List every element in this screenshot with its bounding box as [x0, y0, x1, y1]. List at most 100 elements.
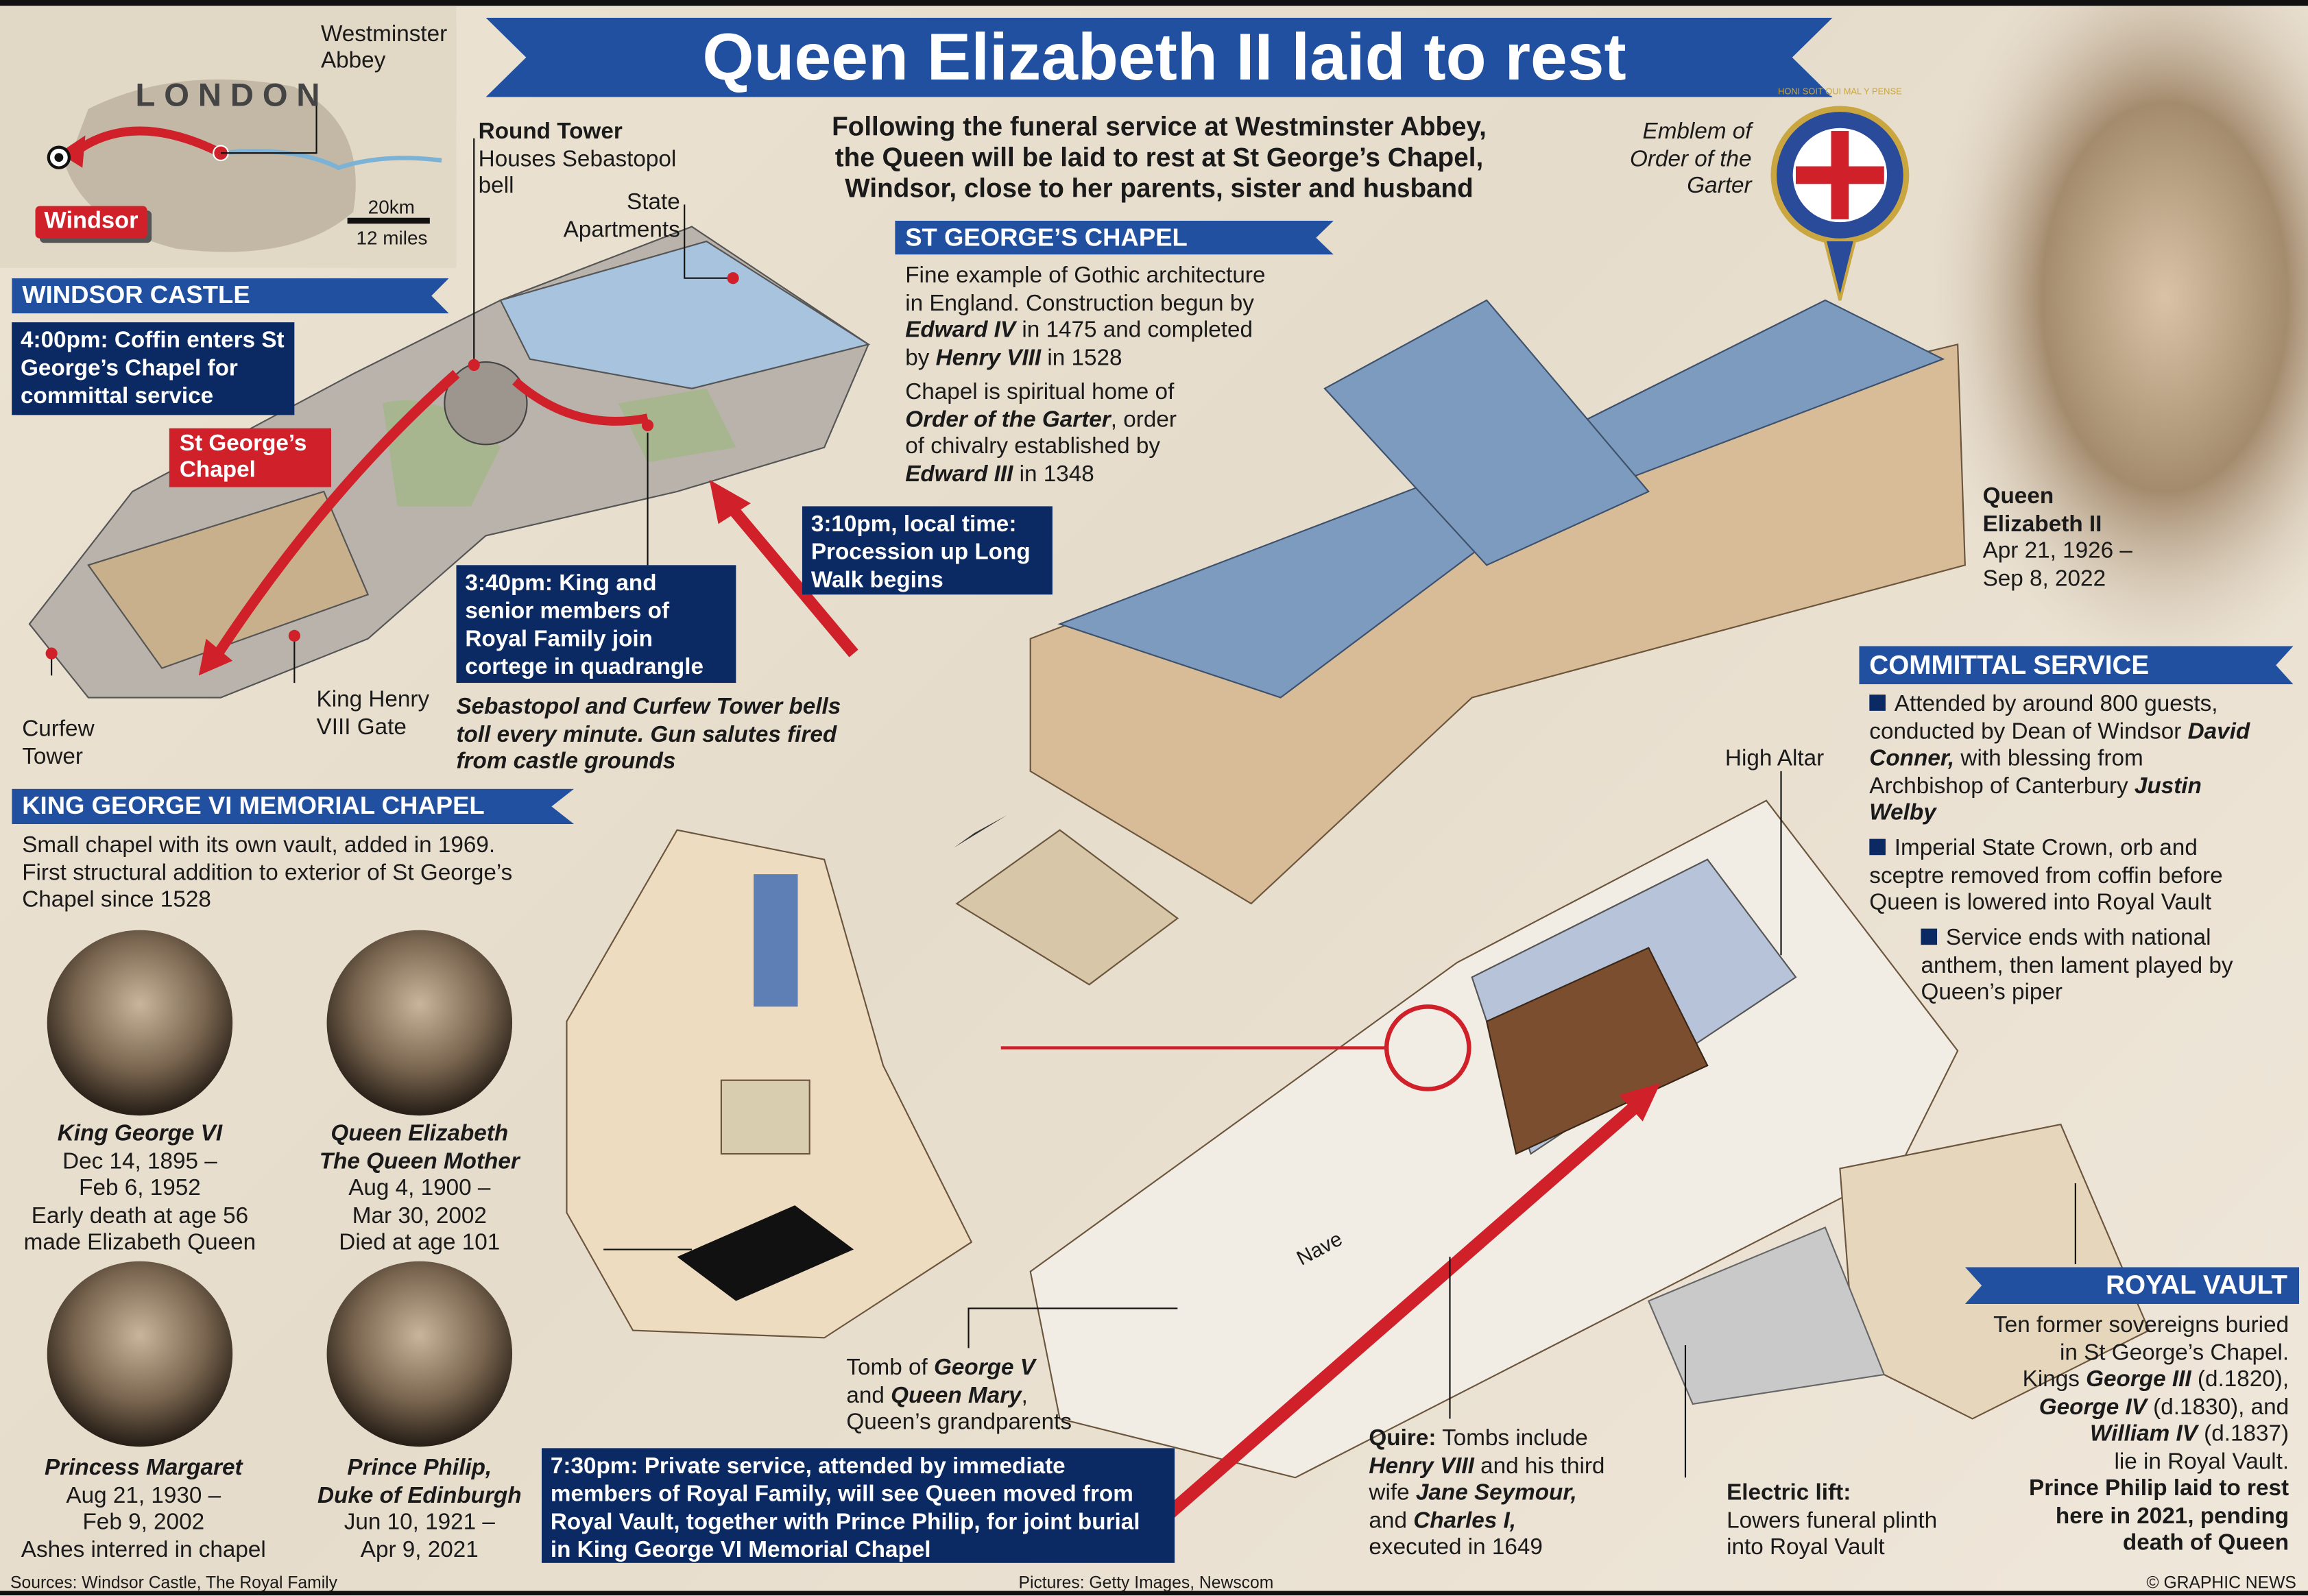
bullet-icon — [1869, 694, 1886, 711]
person-name: King George VI — [57, 1121, 223, 1147]
person-note: made Elizabeth Queen — [23, 1230, 256, 1256]
person-title: The Queen Mother — [319, 1148, 520, 1174]
vault-note: Prince Philip laid to rest — [2029, 1476, 2289, 1501]
memorial-chapel-text: Small chapel with its own vault, added i… — [22, 833, 513, 912]
person-title: Duke of Edinburgh — [317, 1482, 522, 1508]
private-service-box: 7:30pm: Private service, attended by imm… — [541, 1448, 1175, 1563]
quire-text: wife — [1369, 1480, 1416, 1506]
queen-photo — [1899, 5, 2308, 654]
procession-route — [208, 370, 460, 664]
tomb-text: and — [846, 1382, 891, 1408]
william-iv: William IV — [2090, 1421, 2198, 1447]
chapel-text-line: in England. Construction begun by — [905, 290, 1254, 316]
jane-seymour: Jane Seymour, — [1415, 1480, 1577, 1506]
vault-text: (d.1837) — [2197, 1421, 2289, 1447]
scale-km: 20km — [368, 195, 415, 218]
round-tower-text: Houses Sebastopol bell — [478, 146, 677, 199]
chapel-text: , order — [1110, 407, 1177, 433]
quire-label: Quire: Tombs include Henry VIII and his … — [1369, 1426, 1633, 1562]
windsor-castle-banner: WINDSOR CASTLE — [12, 278, 449, 314]
bullet-icon — [1921, 928, 1938, 945]
subtitle-line: Following the funeral service at Westmin… — [832, 112, 1487, 142]
garter-emblem — [1770, 106, 1910, 301]
person-name: Queen Elizabeth — [330, 1121, 509, 1147]
henry-viii: Henry VIII — [935, 345, 1042, 370]
quire-text: and his third — [1474, 1453, 1605, 1479]
person-dates: Feb 6, 1952 — [79, 1176, 201, 1201]
queen-dates: Apr 21, 1926 – Sep 8, 2022 — [1982, 538, 2132, 591]
queen-caption: Queen Elizabeth II Apr 21, 1926 – Sep 8,… — [1983, 484, 2160, 593]
king-joins-cortege-box: 3:40pm: King and senior members of Royal… — [456, 565, 736, 684]
vault-note: death of Queen — [2122, 1530, 2289, 1556]
person-dates: Aug 4, 1900 – — [348, 1176, 491, 1201]
chapel-description: Fine example of Gothic architecture in E… — [905, 263, 1332, 488]
subtitle-line: Windsor, close to her parents, sister an… — [845, 173, 1474, 204]
george-iii: George III — [2086, 1367, 2191, 1392]
quire-text: executed in 1649 — [1369, 1535, 1543, 1560]
lift-text: Lowers funeral plinth into Royal Vault — [1727, 1508, 1938, 1560]
caption-prince-philip: Prince Philip, Duke of Edinburgh Jun 10,… — [287, 1455, 552, 1564]
person-name: Prince Philip, — [347, 1455, 492, 1481]
caption-princess-margaret: Princess Margaret Aug 21, 1930 – Feb 9, … — [0, 1455, 287, 1564]
title-banner: Queen Elizabeth II laid to rest — [485, 17, 1833, 97]
portrait-princess-margaret — [47, 1261, 233, 1447]
procession-box: 3:10pm, local time: Procession up Long W… — [802, 506, 1053, 595]
vault-note: here in 2021, pending — [2055, 1503, 2289, 1529]
windsor-castle-illustration — [28, 138, 871, 699]
justin-welby: Justin Welby — [1869, 773, 2202, 826]
portrait-prince-philip — [326, 1261, 513, 1447]
quire-text: Tombs include — [1436, 1426, 1588, 1451]
person-dates: Jun 10, 1921 – — [344, 1510, 495, 1536]
henry-viii: Henry VIII — [1369, 1453, 1474, 1479]
order-of-the-garter: Order of the Garter — [905, 407, 1111, 433]
chapel-text: in 1528 — [1041, 345, 1122, 370]
st-georges-chapel-banner: ST GEORGE’S CHAPEL — [895, 221, 1334, 255]
coffin-enters-box: 4:00pm: Coffin enters St George’s Chapel… — [12, 322, 295, 415]
person-name: Princess Margaret — [45, 1455, 243, 1481]
westminster-abbey-label: Westminster Abbey — [320, 22, 448, 74]
tomb-text: Queen’s grandparents — [846, 1410, 1072, 1436]
north-arrow-icon — [954, 815, 1007, 848]
round-tower-label: Round Tower Houses Sebastopol bell — [479, 119, 699, 201]
st-georges-chapel-exterior — [955, 299, 1966, 986]
charles-i: Charles I, — [1413, 1508, 1517, 1533]
round-tower-title: Round Tower — [478, 119, 623, 145]
committal-bullet-1: Attended by around 800 guests, conducted… — [1869, 692, 2255, 828]
committal-service-banner: COMMITTAL SERVICE — [1859, 646, 2294, 685]
queen-name: Queen Elizabeth II — [1982, 484, 2102, 537]
memorial-chapel-illustration — [566, 829, 973, 1339]
henry-viii-gate-label: King Henry VIII Gate — [316, 687, 430, 740]
george-v: George V — [933, 1355, 1035, 1381]
person-dates: Mar 30, 2002 — [352, 1202, 487, 1229]
committal-text: Service ends with national anthem, then … — [1921, 926, 2233, 1006]
route-arrow — [71, 126, 223, 158]
vault-text: (d.1830), and — [2146, 1394, 2289, 1420]
bullet-icon — [1869, 838, 1886, 856]
chapel-text-line: Chapel is spiritual home of — [905, 379, 1175, 405]
scale-miles: 12 miles — [356, 226, 428, 249]
joint-burial-arrow — [1121, 1089, 1653, 1556]
tomb-george-v-label: Tomb of George V and Queen Mary, Queen’s… — [846, 1355, 1104, 1437]
lift-title: Electric lift: — [1727, 1480, 1851, 1506]
vault-text: in St George’s Chapel. — [2059, 1340, 2289, 1366]
committal-text: with blessing from Archbishop of Canterb… — [1869, 746, 2143, 799]
person-dates: Feb 9, 2002 — [82, 1510, 205, 1536]
person-dates: Dec 14, 1895 – — [62, 1148, 217, 1174]
subtitle: Following the funeral service at Westmin… — [765, 112, 1552, 204]
caption-queen-mother: Queen Elizabeth The Queen Mother Aug 4, … — [287, 1122, 552, 1258]
committal-text: Attended by around 800 guests, conducted… — [1869, 691, 2218, 745]
quire-title: Quire: — [1369, 1426, 1437, 1451]
state-apartments-label: State Apartments — [563, 189, 680, 243]
portrait-queen-mother — [326, 930, 513, 1116]
queen-mary: Queen Mary — [891, 1382, 1022, 1408]
scale-bar — [347, 217, 430, 224]
edward-iii: Edward III — [905, 461, 1013, 487]
tomb-text: , — [1021, 1382, 1028, 1408]
sources: Sources: Windsor Castle, The Royal Famil… — [10, 1574, 338, 1593]
vault-text: (d.1820), — [2191, 1367, 2289, 1392]
vault-text: Ten former sovereigns buried — [1993, 1312, 2289, 1338]
chapel-text: by — [905, 345, 936, 370]
george-iv: George IV — [2039, 1394, 2147, 1420]
caption-king-george-vi: King George VI Dec 14, 1895 – Feb 6, 195… — [0, 1122, 280, 1258]
copyright: © GRAPHIC NEWS — [2146, 1574, 2296, 1593]
